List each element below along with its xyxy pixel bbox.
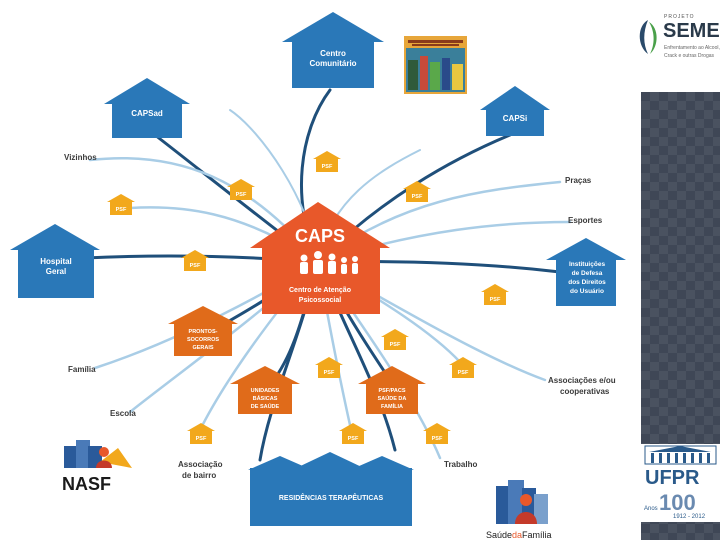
- semear-project-label: PROJETO: [664, 14, 695, 20]
- psf-label: PSF: [432, 436, 443, 442]
- psf-badge: PSF: [315, 357, 343, 378]
- label-associacao-bairro-2: de bairro: [182, 471, 216, 480]
- house-label: Hospital: [40, 257, 72, 266]
- ufpr-years-text: 1912 - 2012: [673, 514, 706, 520]
- ufpr-emblem: UFPR 100 Anos 1912 - 2012: [644, 445, 717, 520]
- psf-label: PSF: [390, 342, 401, 348]
- psf-badge: PSF: [107, 194, 135, 215]
- psf-badges: PSF PSF PSF PSF PSF PSF PSF PSF PSF PSF PSF PSF: [107, 151, 509, 444]
- psf-label: PSF: [490, 297, 501, 303]
- semear-subtitle: Enfrentamento ao Alcool, Crack e outras …: [664, 45, 720, 59]
- psf-badge: PSF: [339, 423, 367, 444]
- house-label: UNIDADES: [251, 388, 280, 394]
- house-prontos-socorros: PRONTOS- SOCORROS GERAIS: [168, 306, 238, 356]
- label-esportes: Esportes: [568, 216, 603, 225]
- psf-label: PSF: [116, 207, 127, 213]
- label-trabalho: Trabalho: [444, 460, 477, 469]
- psf-badge: PSF: [381, 329, 409, 350]
- psf-badge: PSF: [423, 423, 451, 444]
- house-psf-pacs: PSF/PACS SAÚDE DA FAMÍLIA: [358, 366, 426, 414]
- semear-logo: [633, 12, 720, 70]
- saude-familia-text: SaúdedaFamília: [486, 530, 552, 540]
- psf-label: PSF: [196, 436, 207, 442]
- house-label: PSF/PACS: [378, 388, 405, 394]
- house-label: do Usuário: [570, 288, 604, 295]
- house-label: CAPSad: [131, 109, 163, 118]
- psf-badge: PSF: [313, 151, 341, 172]
- psf-badge: PSF: [481, 284, 509, 305]
- ufpr-100-text: 100: [659, 490, 696, 515]
- house-label: Instituições: [569, 261, 606, 268]
- house-label: GERAIS: [192, 345, 213, 351]
- psf-label: PSF: [190, 263, 201, 269]
- label-associacao-bairro-1: Associação: [178, 460, 223, 469]
- house-label: de Defesa: [572, 270, 603, 277]
- saude-da-familia-logo: SaúdedaFamília: [486, 480, 552, 540]
- house-label: Centro: [320, 49, 346, 58]
- psf-label: PSF: [412, 194, 423, 200]
- house-instituicoes-defesa: Instituições de Defesa dos Direitos do U…: [546, 238, 626, 306]
- psf-badge: PSF: [187, 423, 215, 444]
- ufpr-logo: UFPR 100 Anos 1912 - 2012: [641, 444, 720, 522]
- semear-title: SEMEAR: [663, 20, 720, 42]
- ufpr-text: UFPR: [645, 467, 700, 489]
- house-label: SAÚDE DA: [378, 395, 407, 402]
- label-associacoes-1: Associações e/ou: [548, 376, 616, 385]
- network-labels: Vizinhos Praças Esportes Família Escola …: [64, 153, 616, 480]
- house-label: DE SAÚDE: [251, 403, 280, 410]
- label-escola: Escola: [110, 409, 136, 418]
- house-label: PRONTOS-: [189, 329, 218, 335]
- label-associacoes-2: cooperativas: [560, 387, 610, 396]
- caps-subtitle-line2: Psicossocial: [299, 297, 341, 304]
- caps-title: CAPS: [295, 226, 345, 246]
- house-label: FAMÍLIA: [381, 402, 403, 410]
- label-familia: Família: [68, 365, 96, 374]
- label-pracas: Praças: [565, 176, 592, 185]
- house-hospital-geral: Hospital Geral: [10, 224, 100, 298]
- psf-badge: PSF: [181, 250, 209, 271]
- psf-label: PSF: [458, 370, 469, 376]
- psf-label: PSF: [236, 192, 247, 198]
- nasf-logo: NASF: [62, 440, 132, 494]
- house-label: Geral: [46, 267, 66, 276]
- house-capsad: CAPSad: [104, 78, 190, 138]
- psf-badge: PSF: [403, 181, 431, 202]
- psf-label: PSF: [324, 370, 335, 376]
- house-residencias-terapeuticas: RESIDÊNCIAS TERAPÊUTICAS: [248, 452, 414, 526]
- house-label: CAPSi: [503, 114, 527, 123]
- house-centro-comunitario: Centro Comunitário: [282, 12, 384, 88]
- house-label: dos Direitos: [568, 279, 606, 286]
- psf-badge: PSF: [227, 179, 255, 200]
- people-icon: [300, 251, 358, 274]
- nasf-text: NASF: [62, 474, 111, 494]
- psf-badge: PSF: [449, 357, 477, 378]
- house-label: SOCORROS: [187, 337, 219, 343]
- house-unidades-basicas: UNIDADES BÁSICAS DE SAÚDE: [230, 366, 300, 414]
- label-vizinhos: Vizinhos: [64, 153, 97, 162]
- house-capsi: CAPSi: [480, 86, 550, 136]
- ufpr-anos-text: Anos: [644, 506, 658, 512]
- psf-label: PSF: [322, 164, 333, 170]
- semear-emblem-icon: [639, 20, 657, 54]
- psf-label: PSF: [348, 436, 359, 442]
- house-label: Comunitário: [309, 59, 356, 68]
- house-label: RESIDÊNCIAS TERAPÊUTICAS: [279, 493, 384, 502]
- caps-center-house: CAPS Centro de Atenção Psicossocial: [250, 202, 390, 314]
- caps-subtitle-line1: Centro de Atenção: [289, 287, 351, 294]
- house-label: BÁSICAS: [253, 395, 278, 402]
- book-cover-image: [404, 36, 467, 94]
